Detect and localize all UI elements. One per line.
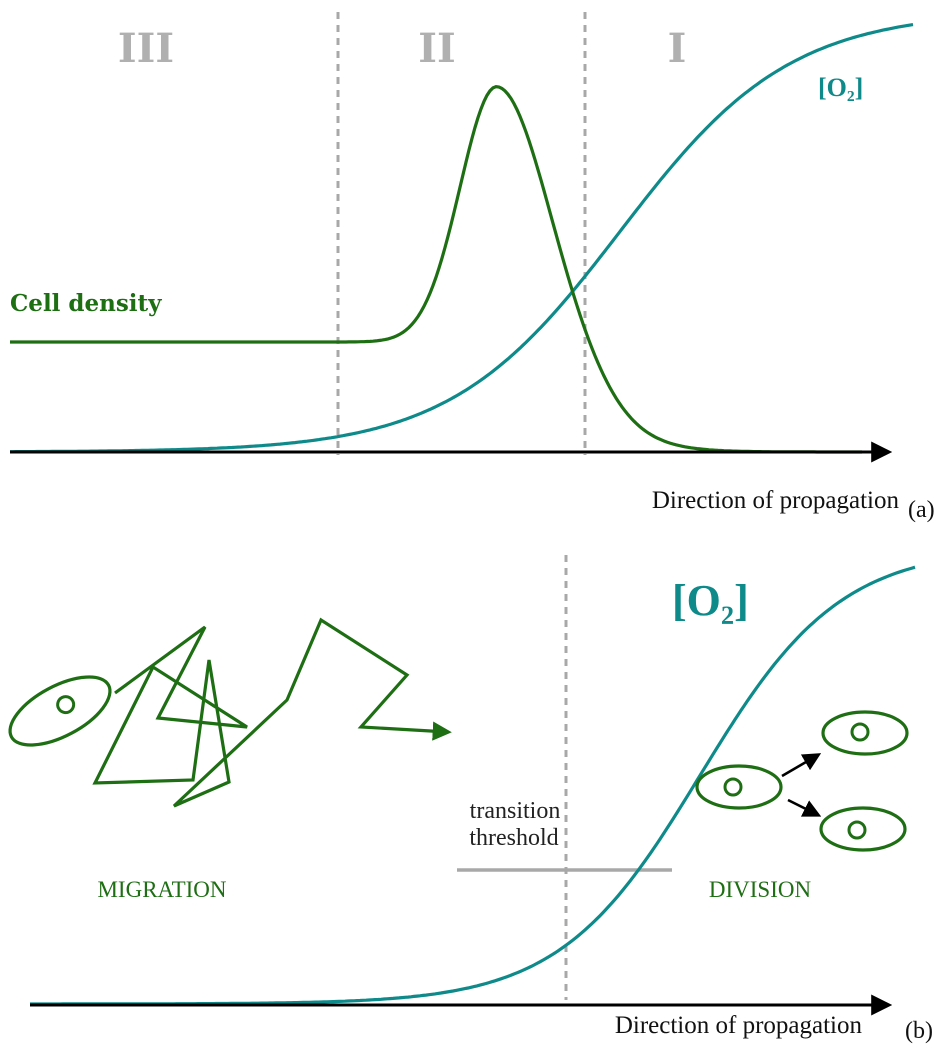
threshold-label-line2: threshold [469, 825, 558, 851]
cell-density-curve [10, 85, 862, 454]
region-label-ii: II [418, 25, 455, 72]
oxygen-label-b: [O₂] [672, 576, 749, 625]
panel-a: III II I Cell density [O₂] Direction of … [10, 12, 935, 523]
region-label-i: I [668, 25, 687, 72]
cell-icon-daughter-top [821, 710, 909, 756]
panel-tag-b: (b) [905, 1018, 933, 1044]
division-arrow-up [781, 753, 822, 778]
axis-label-a: Direction of propagation [652, 487, 900, 514]
panel-b: [O₂] transition threshold MIGRATION DIVI… [8, 555, 933, 1044]
cell-icon-parent [695, 764, 783, 810]
division-label: DIVISION [709, 877, 812, 902]
cell-icon-daughter-bottom [819, 806, 907, 852]
threshold-label-line1: transition [470, 798, 561, 824]
division-arrow-down [787, 798, 822, 817]
random-walk-path [92, 617, 452, 808]
cell-icon-migrating [8, 675, 112, 747]
panel-tag-a: (a) [908, 497, 935, 523]
oxygen-label-a: [O₂] [818, 73, 863, 102]
region-label-iii: III [118, 25, 174, 72]
cell-density-label: Cell density [10, 290, 162, 317]
migration-label: MIGRATION [97, 877, 226, 902]
axis-label-b: Direction of propagation [615, 1012, 863, 1039]
oxygen-curve-a [10, 23, 914, 454]
